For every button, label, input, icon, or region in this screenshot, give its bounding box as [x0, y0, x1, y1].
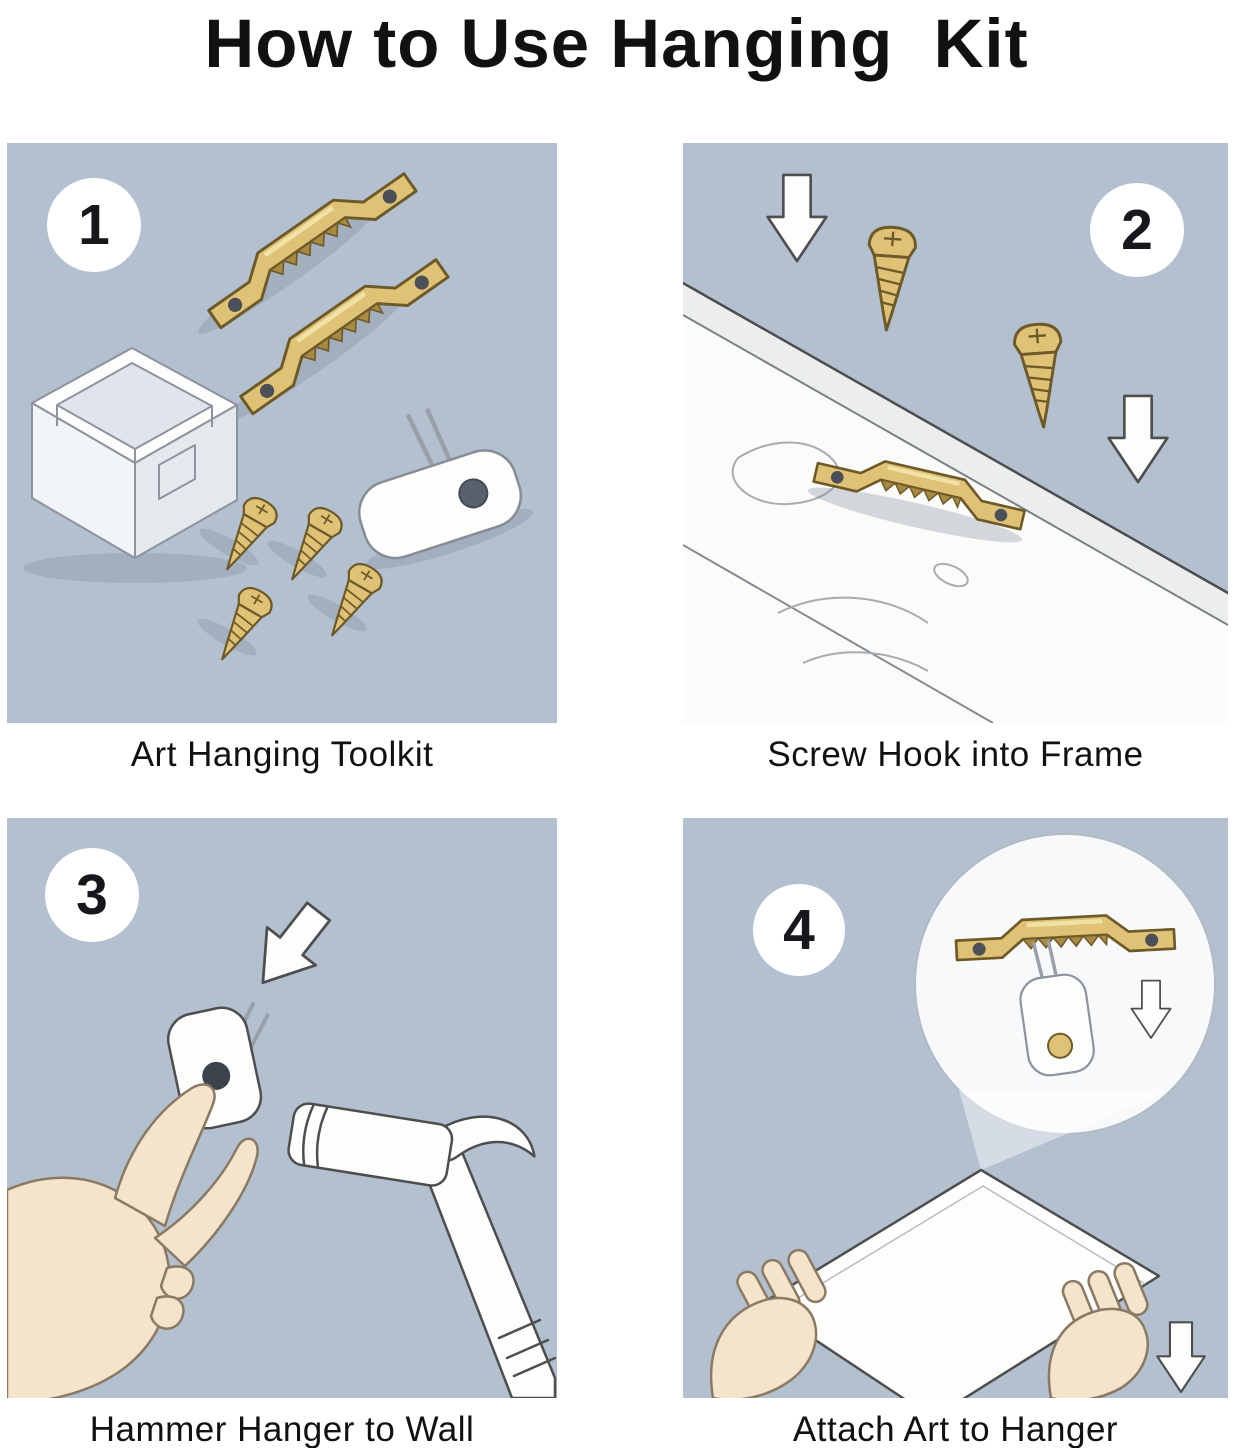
step-1-illustration: 1 — [7, 143, 557, 724]
step-number: 3 — [76, 863, 108, 928]
screw-icon — [291, 507, 343, 581]
step-number: 1 — [78, 193, 110, 258]
shadow — [197, 618, 257, 656]
step-1-art — [23, 172, 533, 661]
step-3-illustration: 3 — [7, 818, 557, 1399]
arrow-down-icon — [766, 173, 828, 263]
step-number-badge: 2 — [1090, 183, 1184, 278]
step-caption: Art Hanging Toolkit — [130, 735, 434, 775]
sawtooth-hanger-icon — [207, 172, 418, 330]
page-title: How to Use Hanging Kit — [204, 5, 1029, 82]
sawtooth-hanger-icon — [812, 460, 1026, 531]
step-number-badge: 3 — [45, 848, 139, 943]
step-2: 2 Screw Hook into Frame — [683, 143, 1228, 818]
arrow-down-icon — [1107, 394, 1169, 484]
step-caption: Screw Hook into Frame — [767, 735, 1144, 775]
screw-icon — [867, 226, 917, 332]
step-3-art — [7, 901, 557, 1399]
shadow — [307, 594, 367, 632]
wall-hook-icon — [358, 408, 523, 560]
picture-frame-edge — [683, 282, 1228, 724]
step-2-art — [683, 173, 1228, 724]
screw-icon — [226, 497, 278, 571]
shadow — [199, 528, 259, 566]
sawtooth-hanger-icon — [239, 258, 450, 416]
sawtooth-hanger-icon — [954, 914, 1177, 962]
step-2-illustration: 2 — [683, 143, 1228, 724]
step-number-badge: 4 — [753, 884, 845, 977]
screw-icon — [221, 587, 273, 661]
wall-hook-icon — [1019, 940, 1095, 1077]
arrow-down-icon — [1130, 980, 1172, 1040]
hammer-icon — [287, 1102, 557, 1399]
step-number-badge: 1 — [47, 178, 141, 273]
hand-icon — [709, 1249, 827, 1399]
screw-icon — [1013, 323, 1063, 429]
art-frame — [759, 1169, 1161, 1399]
step-1: 1 Art Hanging Toolkit — [7, 143, 557, 818]
arrow-down-left-icon — [261, 901, 332, 985]
shadow — [807, 487, 1023, 543]
step-4-illustration: 4 — [683, 818, 1228, 1399]
steps-grid: 1 Art Hanging Toolkit — [0, 143, 1233, 1448]
step-number: 4 — [783, 898, 815, 963]
shadow — [23, 553, 247, 584]
step-4: 4 Attach Art to Hanger — [683, 818, 1228, 1448]
step-caption: Attach Art to Hanger — [792, 1410, 1119, 1448]
step-number: 2 — [1121, 198, 1153, 263]
hand-icon — [1047, 1262, 1149, 1399]
step-3: 3 Hammer Hanger to Wall — [7, 818, 557, 1448]
magnifier-cone — [959, 1090, 1171, 1171]
hand-icon — [7, 1083, 259, 1399]
screw-icon — [331, 563, 383, 637]
storage-box-icon — [31, 347, 238, 560]
arrow-down-icon — [1156, 1321, 1206, 1394]
step-4-art — [709, 833, 1216, 1399]
step-caption: Hammer Hanger to Wall — [89, 1410, 475, 1448]
